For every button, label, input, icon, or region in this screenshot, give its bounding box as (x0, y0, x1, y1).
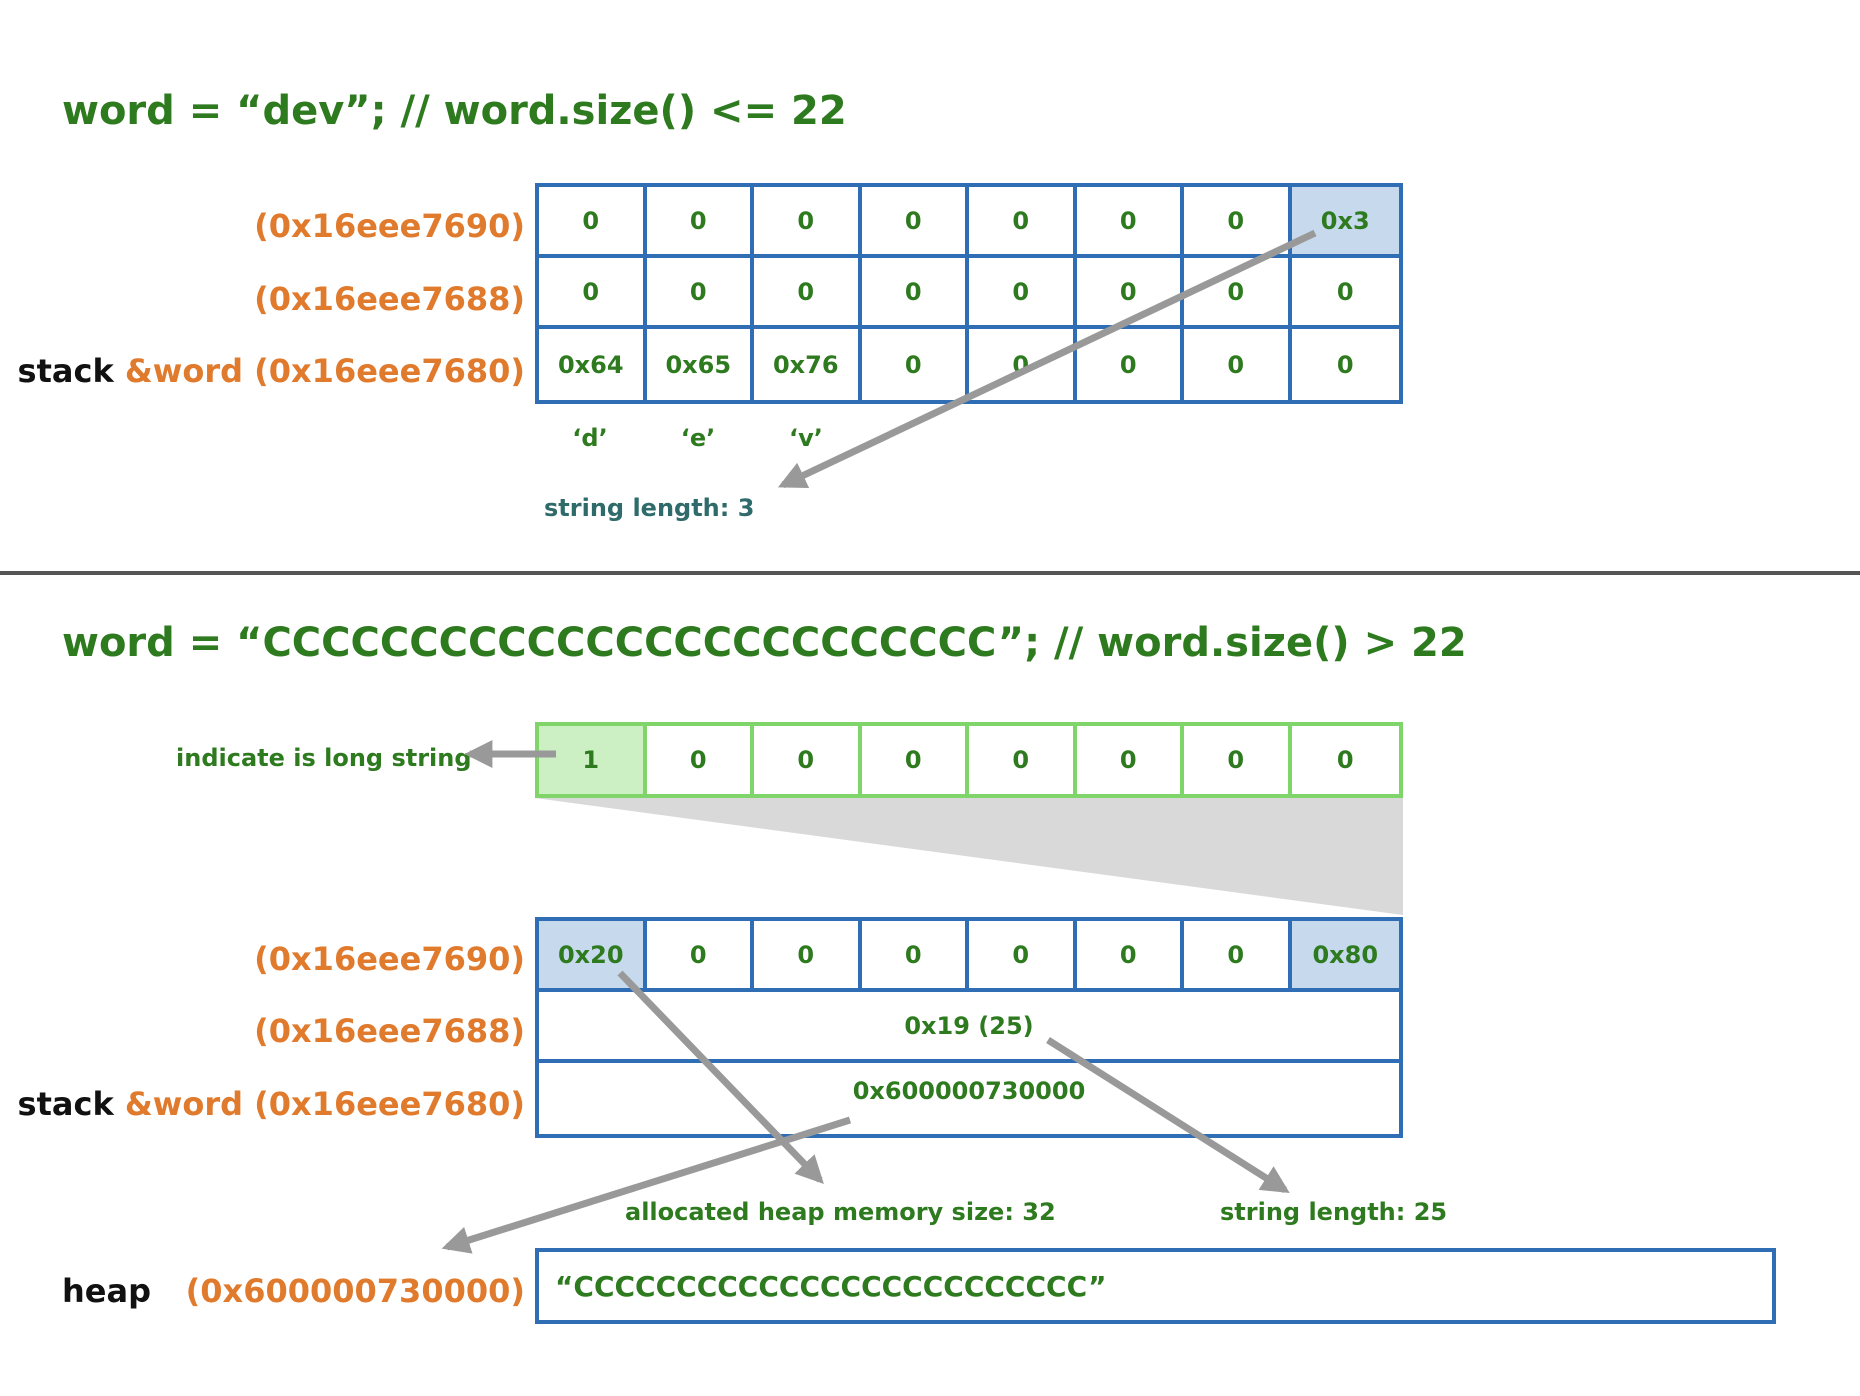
addr-value: (0x16eee7680) (254, 1085, 525, 1123)
top-grid-cell: 0 (969, 258, 1077, 329)
top-grid-cell: 0 (1076, 258, 1184, 329)
heap-string-value: “CCCCCCCCCCCCCCCCCCCCCCCCC” (555, 1269, 1107, 1303)
top-grid-cell: 0 (1184, 187, 1292, 258)
top-address-row-0: (0x16eee7690) (5, 207, 525, 245)
top-grid-cell: 0x3 (1291, 187, 1399, 258)
arrow-heap-pointer (441, 1116, 852, 1254)
heap-string-box: “CCCCCCCCCCCCCCCCCCCCCCCCC” (535, 1248, 1776, 1324)
word-ref-label: &word (124, 1085, 243, 1123)
bottom-grid-cell: 0 (969, 921, 1077, 992)
flag-bit-cell: 0 (969, 726, 1077, 794)
bottom-title: word = “CCCCCCCCCCCCCCCCCCCCCCCCC”; // w… (62, 620, 1467, 666)
heap-pointer-cell: 0x600000730000 (852, 1077, 1086, 1105)
long-string-flag-note: indicate is long string (176, 744, 472, 772)
stack-label: stack (17, 352, 114, 390)
flag-bit-cell: 0 (862, 726, 969, 794)
allocated-heap-size-note: allocated heap memory size: 32 (625, 1198, 1056, 1226)
bottom-grid-cell: 0x80 (1291, 921, 1399, 992)
top-grid-cell: 0 (1184, 258, 1292, 329)
addr-value: (0x16eee7690) (254, 940, 525, 978)
top-address-row-2: stack &word (0x16eee7680) (5, 352, 525, 390)
top-address-row-1: (0x16eee7688) (5, 280, 525, 318)
top-grid-cell: 0 (969, 329, 1077, 400)
top-title: word = “dev”; // word.size() <= 22 (62, 88, 847, 134)
top-grid-cell: 0 (1077, 329, 1184, 400)
top-grid-cell: 0x65 (647, 329, 754, 400)
bottom-grid-cell: 0 (1076, 921, 1184, 992)
bottom-grid-cell: 0 (754, 921, 862, 992)
stack-label: stack (17, 1085, 114, 1123)
addr-value: (0x16eee7688) (254, 280, 525, 318)
addr-value: (0x16eee7688) (254, 1012, 525, 1050)
flag-bit-cell: 0 (1077, 726, 1184, 794)
bottom-address-row-0: (0x16eee7690) (5, 940, 525, 978)
zoom-wedge (535, 798, 1403, 915)
bottom-grid-cell: 0 (861, 921, 969, 992)
top-grid-cell: 0 (861, 187, 969, 258)
flag-bit-cell: 0 (1184, 726, 1292, 794)
flag-bit-cell: 0 (1336, 746, 1354, 774)
bottom-address-row-1: (0x16eee7688) (5, 1012, 525, 1050)
addr-value: (0x16eee7680) (254, 352, 525, 390)
char-label-d: ‘d’ (572, 424, 608, 452)
flag-bit-cell: 0 (647, 726, 754, 794)
char-label-v: ‘v’ (789, 424, 823, 452)
string-size-cell: 0x19 (25) (539, 992, 1399, 1063)
bottom-address-row-2: stack &word (0x16eee7680) (5, 1085, 525, 1123)
top-grid-cell: 0 (861, 258, 969, 329)
addr-value: (0x16eee7690) (254, 207, 525, 245)
top-grid-cell: 0 (539, 187, 647, 258)
flag-bit-cell: 1 (539, 726, 647, 794)
top-grid-cell: 0 (754, 258, 862, 329)
addr-value: (0x600000730000) (185, 1272, 525, 1310)
top-grid-cell: 0 (754, 187, 862, 258)
top-grid-cell: 0x64 (539, 329, 647, 400)
top-grid-cell: 0 (539, 258, 647, 329)
top-grid-cell: 0x76 (754, 329, 862, 400)
heap-address: (0x600000730000) (5, 1272, 525, 1310)
heap-label: heap (62, 1272, 151, 1310)
top-grid-cell: 0 (646, 187, 754, 258)
top-grid-cell: 0 (969, 187, 1077, 258)
char-label-e: ‘e’ (680, 424, 716, 452)
top-grid-cell: 0 (1184, 329, 1292, 400)
top-grid-cell: 0 (862, 329, 969, 400)
top-grid-cell: 0 (1291, 258, 1399, 329)
bottom-grid-cell: 0 (1184, 921, 1292, 992)
word-ref-label: &word (124, 352, 243, 390)
top-grid-cell: 0 (646, 258, 754, 329)
section-divider (0, 571, 1860, 575)
bottom-grid-cell: 0 (646, 921, 754, 992)
flag-bit-cell: 0 (754, 726, 862, 794)
top-grid-cell: 0 (1076, 187, 1184, 258)
bottom-grid-cell: 0x20 (539, 921, 647, 992)
bottom-string-length-note: string length: 25 (1220, 1198, 1448, 1226)
top-string-length-note: string length: 3 (544, 494, 755, 522)
top-grid-cell: 0 (1336, 350, 1354, 379)
